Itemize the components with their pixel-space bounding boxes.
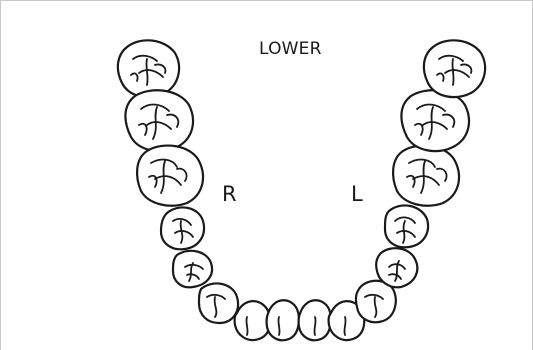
tooth-right-lateral-incisor[interactable] <box>235 301 271 340</box>
left-side-label: L <box>351 182 363 206</box>
tooth-right-central-incisor[interactable] <box>267 300 299 340</box>
tooth-left-second-molar[interactable] <box>401 90 469 151</box>
tooth-right-second-molar[interactable] <box>125 90 193 151</box>
tooth-right-canine[interactable] <box>199 283 238 323</box>
tooth-left-central-incisor[interactable] <box>299 300 331 340</box>
tooth-right-second-premolar[interactable] <box>161 207 204 249</box>
tooth-left-third-molar[interactable] <box>424 40 485 97</box>
tooth-right-first-molar[interactable] <box>137 146 203 206</box>
tooth-right-first-premolar[interactable] <box>173 251 212 287</box>
right-side-label: R <box>222 182 237 206</box>
tooth-right-third-molar[interactable] <box>118 40 179 97</box>
tooth-left-second-premolar[interactable] <box>385 205 428 247</box>
tooth-left-first-molar[interactable] <box>393 146 459 206</box>
arch-title: LOWER <box>259 39 322 59</box>
tooth-left-first-premolar[interactable] <box>376 248 417 287</box>
